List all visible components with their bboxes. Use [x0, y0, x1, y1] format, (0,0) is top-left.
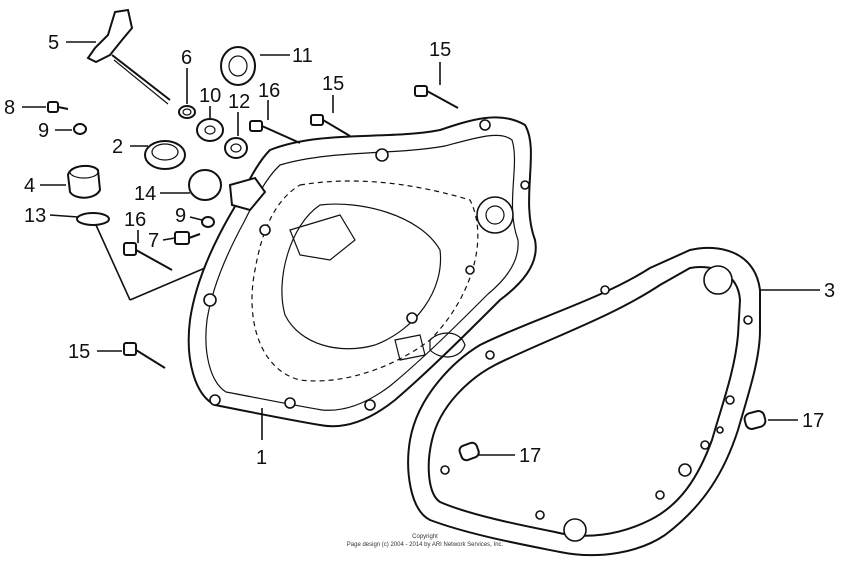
oil-seal	[220, 46, 256, 86]
callout-6: 6	[181, 47, 192, 69]
callout-10: 10	[199, 85, 221, 107]
dowel-pin-right	[743, 410, 767, 430]
callout-16: 16	[124, 209, 146, 231]
callout-1: 1	[256, 447, 267, 469]
callout-13: 13	[24, 205, 46, 227]
shaft-housing	[228, 176, 267, 212]
leader-lines	[22, 41, 820, 456]
callout-16: 16	[258, 80, 280, 102]
callout-3: 3	[824, 280, 835, 302]
filler-cap	[66, 164, 102, 199]
bolt-7	[174, 231, 201, 245]
callout-12: 12	[228, 91, 250, 113]
bolt-16-top	[249, 120, 301, 144]
callout-8: 8	[4, 97, 15, 119]
copyright-notice: Copyright Page design (c) 2004 - 2014 by…	[0, 533, 850, 549]
copyright-line-1: Copyright	[412, 534, 438, 540]
bolt-15-top	[414, 85, 459, 109]
callout-5: 5	[48, 32, 59, 54]
copyright-line-2: Page design (c) 2004 - 2014 by ARI Netwo…	[346, 542, 504, 548]
callout-15: 15	[68, 341, 90, 363]
small-washer-a	[73, 123, 87, 135]
callout-17: 17	[802, 410, 824, 432]
washer	[196, 118, 224, 142]
kick-lever	[86, 8, 171, 105]
cap	[144, 140, 186, 170]
bolt-15-left	[123, 342, 166, 369]
bolt-15-mid	[310, 114, 351, 137]
dowel-pin-left	[458, 441, 480, 462]
crankcase-cover	[187, 116, 537, 428]
small-washer-b	[201, 216, 215, 228]
callout-9: 9	[175, 205, 186, 227]
small-bolt	[47, 101, 69, 113]
callout-11: 11	[292, 45, 313, 67]
callout-9: 9	[38, 120, 49, 142]
callout-4: 4	[24, 175, 35, 197]
callout-15: 15	[429, 39, 451, 61]
spring	[178, 105, 196, 119]
small-seal	[224, 137, 248, 159]
callout-labels: 5 6 11 15 15 8 10 12 16 9 2 4 14 9 13 16…	[4, 32, 835, 469]
gasket	[407, 246, 761, 557]
callout-15: 15	[322, 73, 344, 95]
o-ring	[188, 169, 222, 201]
bolt-16-left	[123, 242, 173, 271]
callout-7: 7	[148, 230, 159, 252]
callout-17: 17	[519, 445, 541, 467]
callout-2: 2	[112, 136, 123, 158]
o-ring-filler	[76, 212, 110, 226]
callout-14: 14	[134, 183, 156, 205]
